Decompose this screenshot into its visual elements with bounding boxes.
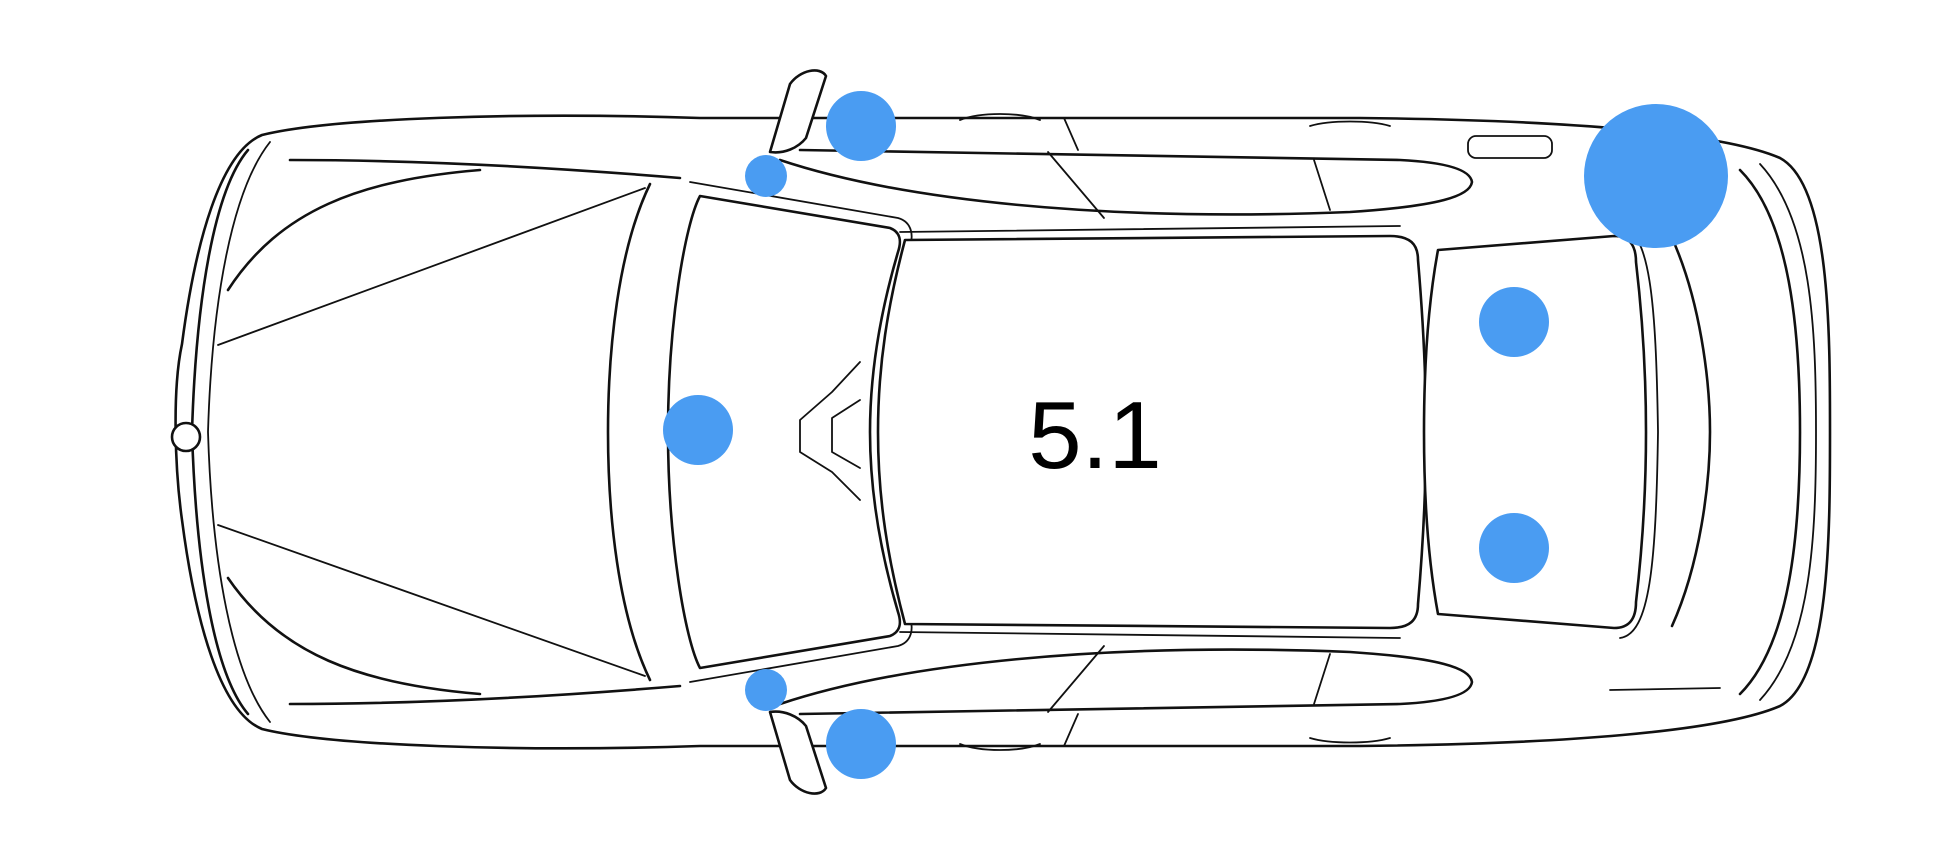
mirror-mount: [799, 361, 861, 501]
hood-edge-top: [288, 158, 682, 180]
cowl-line: [606, 182, 652, 682]
side-window-bottom: [778, 648, 1474, 716]
speaker-woofer-front-right[interactable]: [826, 709, 896, 779]
door-pillar-bottom-2: [1313, 653, 1331, 705]
speakers: [663, 91, 1728, 779]
speaker-config-label: 5.1: [1028, 382, 1161, 489]
hood-crease-top: [217, 187, 646, 346]
fuel-door: [1467, 135, 1553, 159]
door-pillar-top-2: [1313, 159, 1331, 211]
side-mirror-bottom: [768, 710, 828, 795]
speaker-tweeter-front-left[interactable]: [745, 155, 787, 197]
rear-window: [1422, 234, 1648, 630]
roof: [876, 234, 1428, 630]
trunk-line: [1670, 236, 1712, 628]
door-seam-bottom: [1063, 713, 1079, 747]
speaker-rear-right[interactable]: [1479, 513, 1549, 583]
speaker-woofer-front-left[interactable]: [826, 91, 896, 161]
hood-arc-bottom: [226, 576, 482, 696]
speaker-center[interactable]: [663, 395, 733, 465]
hood-edge-bottom: [288, 684, 682, 706]
car-outline: [170, 69, 1832, 795]
door-pillar-top-1: [1047, 151, 1105, 219]
side-window-top: [778, 148, 1474, 216]
speaker-rear-left[interactable]: [1479, 287, 1549, 357]
door-handle-bottom-rear: [1309, 737, 1391, 744]
rear-window-trim: [1619, 225, 1659, 639]
mirror-mount-inner: [831, 399, 861, 469]
speaker-tweeter-front-right[interactable]: [745, 669, 787, 711]
windshield: [666, 194, 902, 670]
rear-bumper-line-2: [1759, 163, 1817, 701]
roof-edge-bottom: [899, 631, 1401, 639]
rear-bumper-line: [1738, 168, 1802, 696]
front-bumper-line-2: [207, 141, 271, 723]
door-handle-top-front: [959, 113, 1041, 121]
roof-edge-top: [899, 225, 1401, 233]
tail-accent-bottom: [1609, 687, 1721, 691]
badge-icon: [170, 421, 202, 453]
speaker-subwoofer[interactable]: [1584, 104, 1728, 248]
door-handle-top-rear: [1309, 120, 1391, 127]
side-mirror-top: [768, 69, 828, 154]
hood-arc-top: [226, 168, 482, 292]
door-handle-bottom-front: [959, 743, 1041, 751]
door-seam-top: [1063, 117, 1079, 151]
hood-crease-bottom: [217, 524, 646, 677]
door-pillar-bottom-1: [1047, 645, 1105, 713]
